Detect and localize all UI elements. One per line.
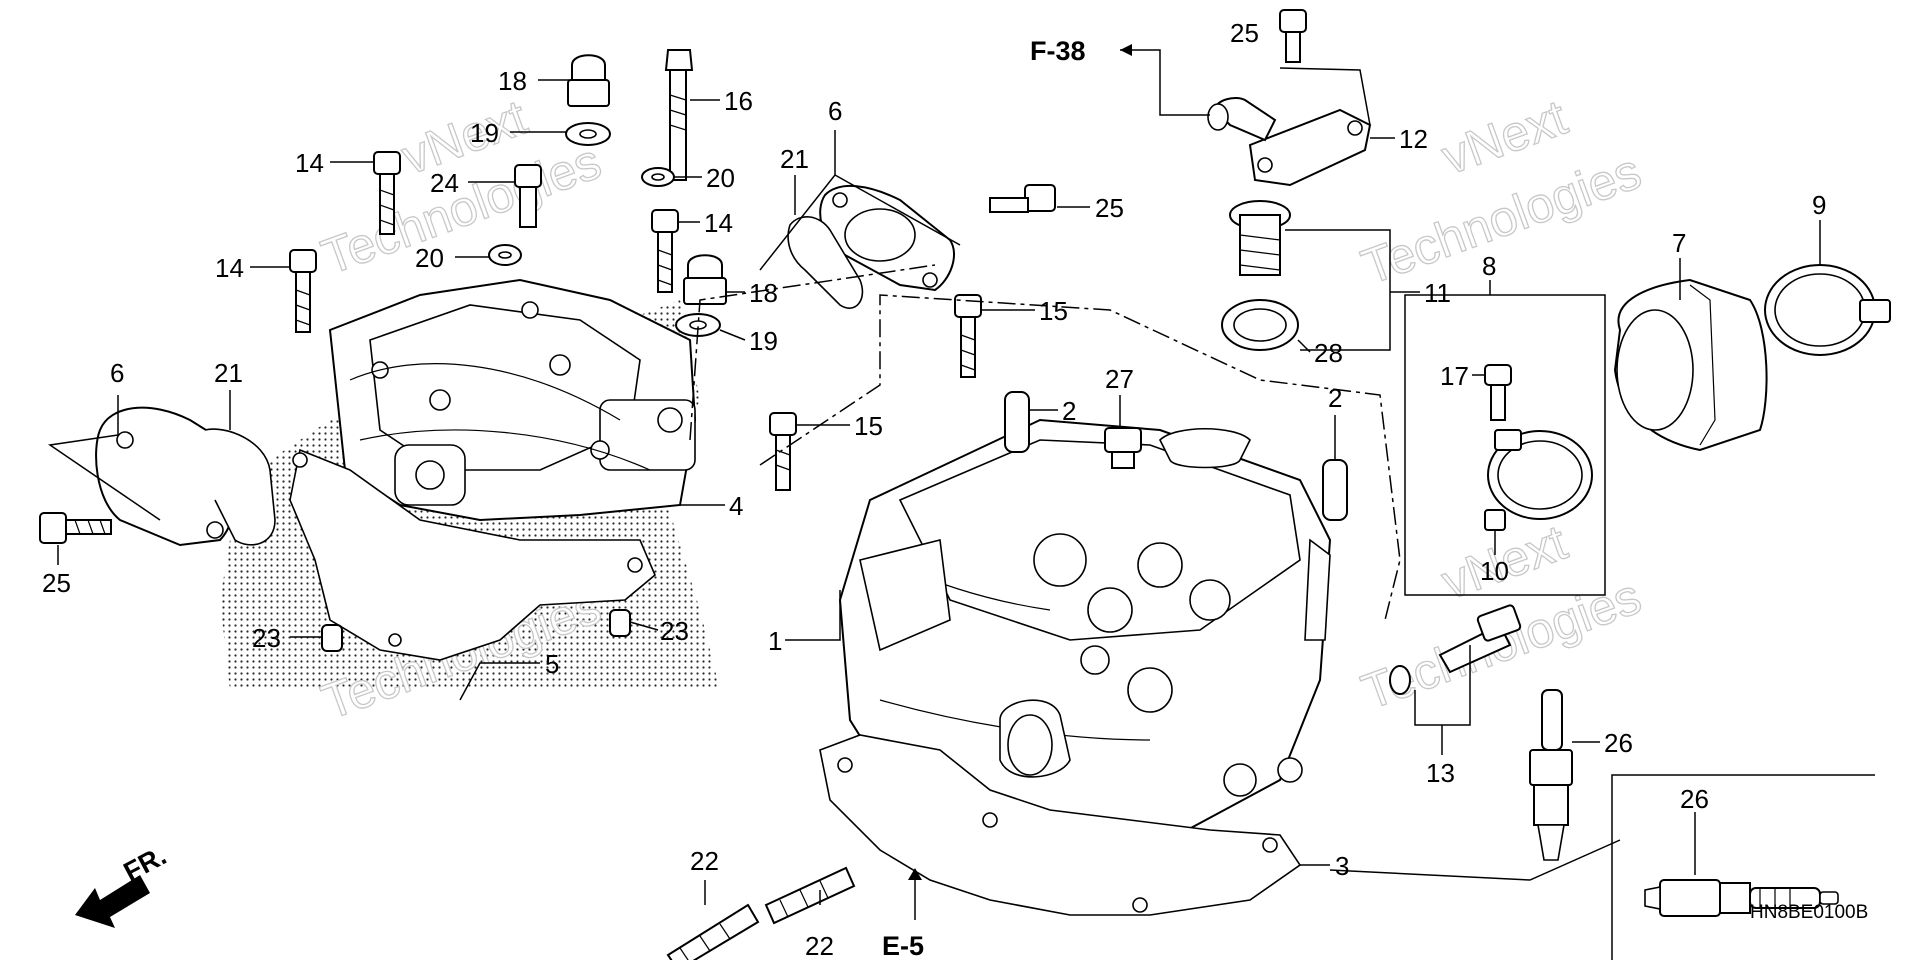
callout-28: 28 [1314, 338, 1343, 368]
callout-labels: 18 19 16 24 20 20 14 14 14 18 19 4 5 23 … [42, 18, 1826, 960]
callout-20-left: 20 [415, 243, 444, 273]
nut-10 [1484, 509, 1506, 531]
bolt-24 [514, 164, 542, 228]
bolt-14-top [373, 151, 401, 235]
bolt-25-top [1279, 9, 1307, 63]
cap-nut-18-right [683, 254, 727, 305]
callout-21-center: 21 [780, 144, 809, 174]
callout-18-right: 18 [749, 278, 778, 308]
bolt-16 [664, 49, 694, 181]
callout-22-right: 22 [805, 931, 834, 960]
temp-sensor-13 [1389, 604, 1522, 695]
cylinder-head-cover [328, 278, 697, 522]
callout-25-left: 25 [42, 568, 71, 598]
spark-plug-26 [1529, 689, 1573, 861]
bolt-14-right [651, 209, 679, 293]
diagram-code: HN8BE0100B [1750, 902, 1868, 923]
gasket-21-left [204, 428, 276, 546]
intake-insulator-7 [1613, 278, 1768, 452]
valve-seal-2-right [1322, 459, 1348, 521]
callout-19-top: 19 [470, 118, 499, 148]
spark-plug-26-inset [1644, 879, 1839, 917]
callout-6-left: 6 [110, 358, 124, 388]
callout-1: 1 [768, 626, 782, 656]
callout-9: 9 [1812, 190, 1826, 220]
callout-27: 27 [1105, 364, 1134, 394]
callout-15-top: 15 [1039, 296, 1068, 326]
dowel-pin-23-right [609, 609, 631, 637]
phantom-line-cover [689, 264, 936, 441]
front-label: FR. [119, 840, 171, 887]
callout-3: 3 [1335, 851, 1349, 881]
bolt-25-left [39, 512, 112, 544]
bolt-15-top [954, 294, 982, 378]
bolt-15-bottom [769, 412, 797, 491]
callout-15-bottom: 15 [854, 411, 883, 441]
bolt-14-left [289, 249, 317, 333]
callout-14-right: 14 [704, 208, 733, 238]
plug-27 [1104, 427, 1142, 469]
stud-22-right [764, 866, 856, 925]
inset-frame [1611, 774, 1875, 960]
dowel-pin-23-left [321, 624, 343, 652]
callout-22-left: 22 [690, 846, 719, 876]
band-clamp-9 [1764, 264, 1891, 356]
callout-23-right: 23 [660, 616, 689, 646]
reference-e5: E-5 [882, 931, 924, 960]
front-direction-arrow [75, 875, 150, 928]
callout-25-top: 25 [1230, 18, 1259, 48]
callout-13: 13 [1426, 758, 1455, 788]
callout-14-left: 14 [215, 253, 244, 283]
callout-16: 16 [724, 86, 753, 116]
bolt-25-center [989, 184, 1056, 213]
callout-26-inset: 26 [1680, 784, 1709, 814]
callout-18-top: 18 [498, 66, 527, 96]
callout-23-left: 23 [252, 623, 281, 653]
callout-5: 5 [545, 649, 559, 679]
leader-lines [47, 44, 1821, 920]
gasket-21-center [787, 216, 864, 309]
head-cover-gasket [289, 448, 656, 661]
water-outlet-12 [1207, 97, 1372, 187]
callout-24: 24 [430, 168, 459, 198]
callout-20-top: 20 [706, 163, 735, 193]
thermostat-11 [1229, 200, 1291, 276]
callout-2-right: 2 [1328, 383, 1342, 413]
callout-21-left: 21 [214, 358, 243, 388]
callout-2-left: 2 [1062, 396, 1076, 426]
callout-26: 26 [1604, 728, 1633, 758]
reference-f38: F-38 [1030, 36, 1086, 66]
callout-17: 17 [1440, 361, 1469, 391]
side-cover-6-center [819, 184, 955, 292]
callout-25-center: 25 [1095, 193, 1124, 223]
callout-4: 4 [729, 491, 743, 521]
phantom-line-head [759, 294, 1401, 621]
screw-17 [1484, 364, 1512, 421]
callout-6-center: 6 [828, 96, 842, 126]
valve-seal-2-left [1004, 391, 1030, 453]
band-clamp-8 [1487, 429, 1593, 520]
callout-10: 10 [1480, 556, 1509, 586]
callout-11: 11 [1424, 278, 1451, 308]
stud-22-left [666, 903, 760, 960]
callout-7: 7 [1672, 228, 1686, 258]
cap-nut-18-top [567, 54, 610, 107]
callout-8: 8 [1482, 251, 1496, 281]
callout-19-right: 19 [749, 326, 778, 356]
cylinder-head [838, 418, 1332, 851]
callout-14-top: 14 [295, 148, 324, 178]
callout-12: 12 [1399, 124, 1428, 154]
